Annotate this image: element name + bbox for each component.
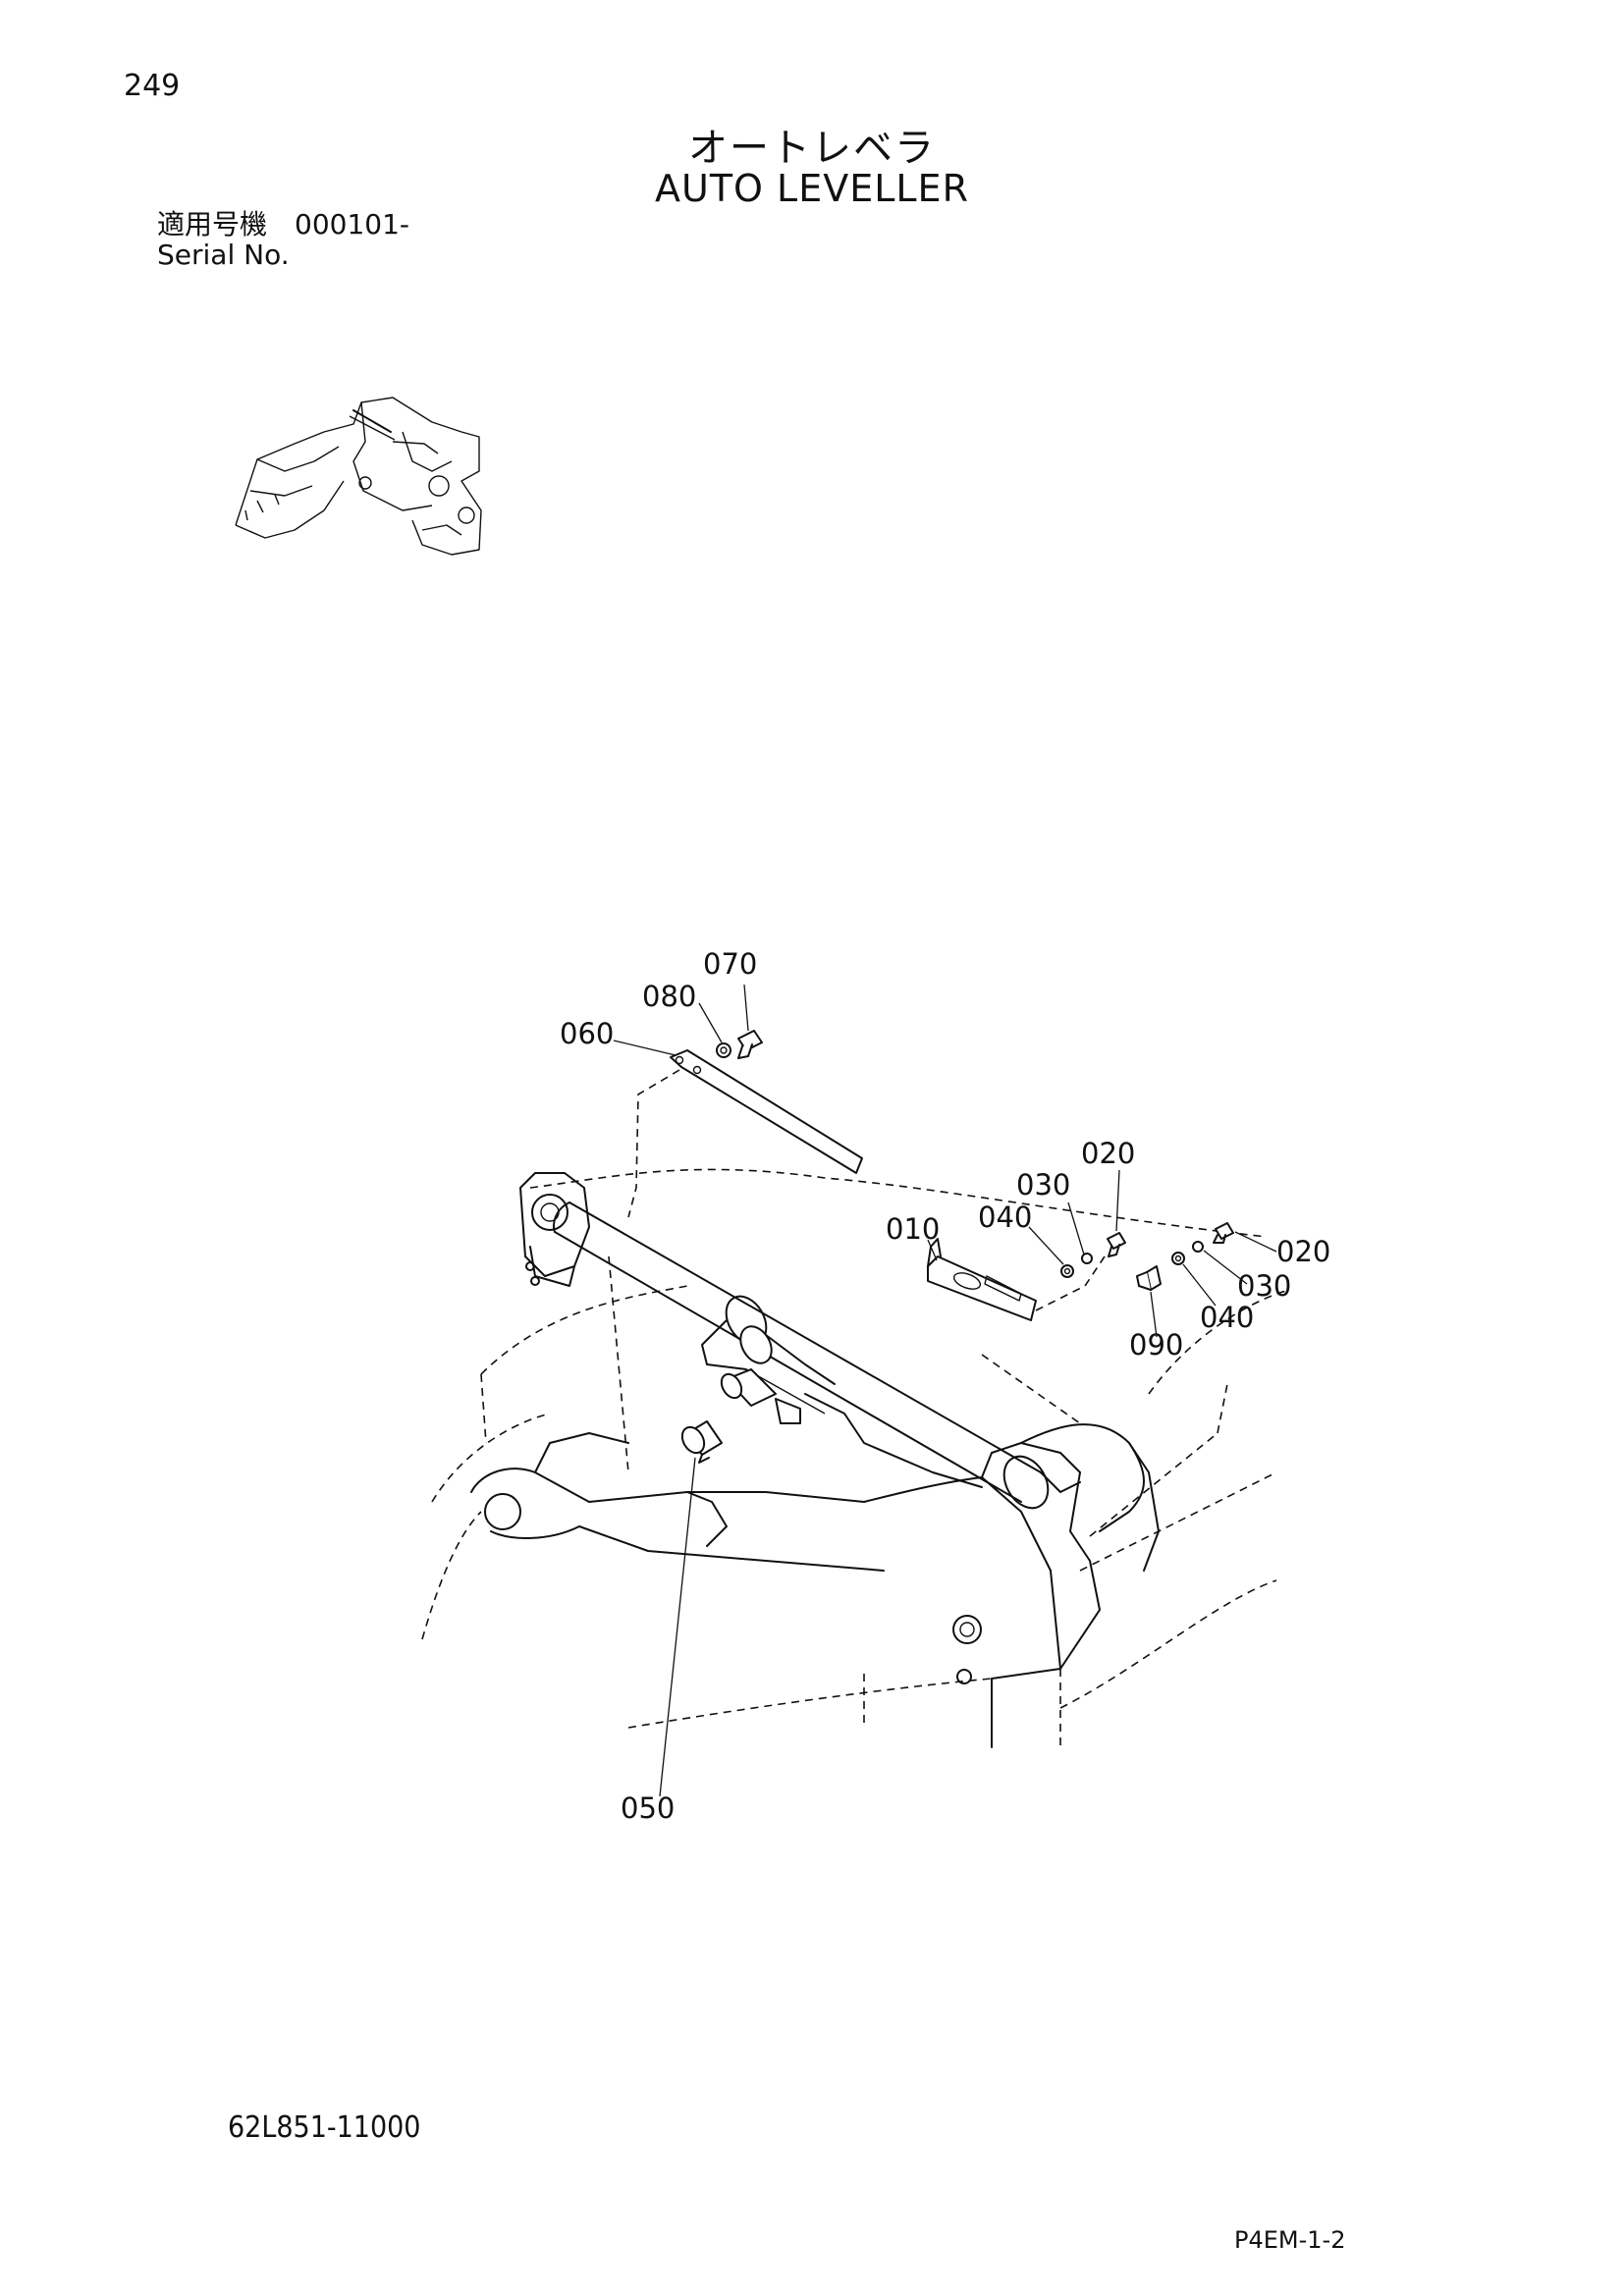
leveller-cylinder: [552, 1201, 1050, 1510]
page-code: P4EM-1-2: [1234, 2226, 1346, 2254]
callout-labels: 070 080 060 020 030 040 010 020 030 040 …: [560, 947, 1330, 1825]
sensor-assembly: [680, 1368, 801, 1464]
page-number: 249: [124, 69, 181, 103]
drawing-number: 62L851-11000: [228, 2110, 421, 2145]
bracket-plate-010: [927, 1238, 1106, 1321]
hardware-group: [1060, 1222, 1234, 1291]
page-title-english: AUTO LEVELLER: [655, 167, 969, 210]
loader-arm: [470, 1423, 1160, 1748]
callout-040-lower: 040: [1200, 1301, 1254, 1334]
bolt-and-washer-070-080: [716, 1030, 763, 1059]
callout-090: 090: [1129, 1328, 1183, 1362]
callout-050: 050: [621, 1791, 675, 1825]
callout-080: 080: [642, 980, 696, 1013]
callout-030-lower: 030: [1237, 1269, 1291, 1303]
strap-plate-060: [627, 1049, 863, 1218]
callout-020-upper: 020: [1081, 1137, 1135, 1170]
callout-060: 060: [560, 1017, 614, 1050]
locator-thumbnail: [235, 397, 482, 556]
cylinder-mount-bracket: [519, 1172, 590, 1287]
callout-070: 070: [703, 947, 757, 981]
callout-010: 010: [886, 1212, 940, 1246]
callout-040-upper: 040: [978, 1201, 1032, 1234]
callout-030-upper: 030: [1016, 1168, 1070, 1201]
serial-range-label: 適用号機 000101-: [157, 208, 409, 240]
callout-020-lower: 020: [1276, 1235, 1330, 1268]
leader-lines: [613, 984, 1277, 1797]
frame-outline: [421, 1168, 1287, 1747]
serial-number-label: Serial No.: [157, 239, 290, 271]
page-title-japanese: オートレベラ: [688, 126, 936, 171]
